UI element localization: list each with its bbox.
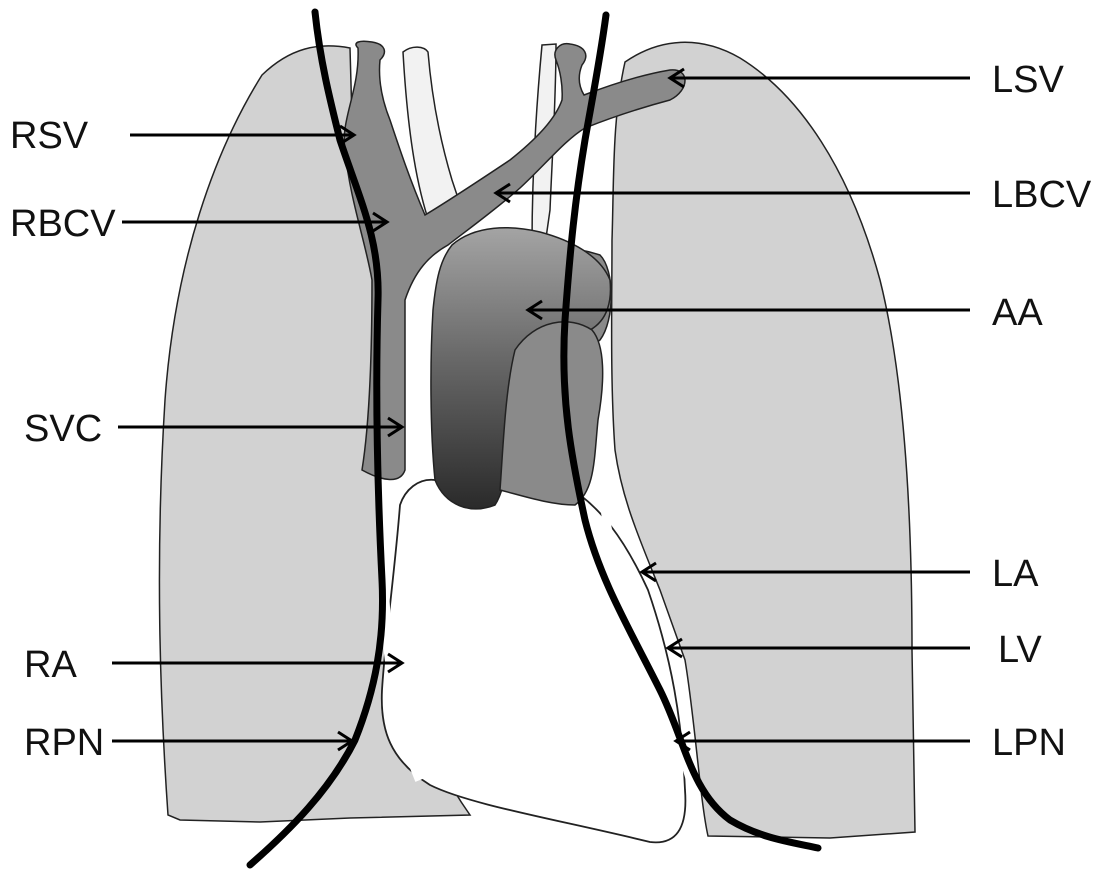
label-lv: LV [998,629,1042,671]
label-lpn: LPN [992,722,1066,764]
label-rsv: RSV [10,115,89,157]
label-rpn: RPN [24,722,104,764]
label-lsv: LSV [992,59,1064,101]
label-la: LA [992,553,1039,595]
pulmonary-artery [500,322,603,505]
label-rbcv: RBCV [10,203,116,245]
label-lbcv: LBCV [992,174,1092,216]
label-aa: AA [992,292,1043,334]
label-ra: RA [24,644,77,686]
label-svc: SVC [24,408,102,450]
